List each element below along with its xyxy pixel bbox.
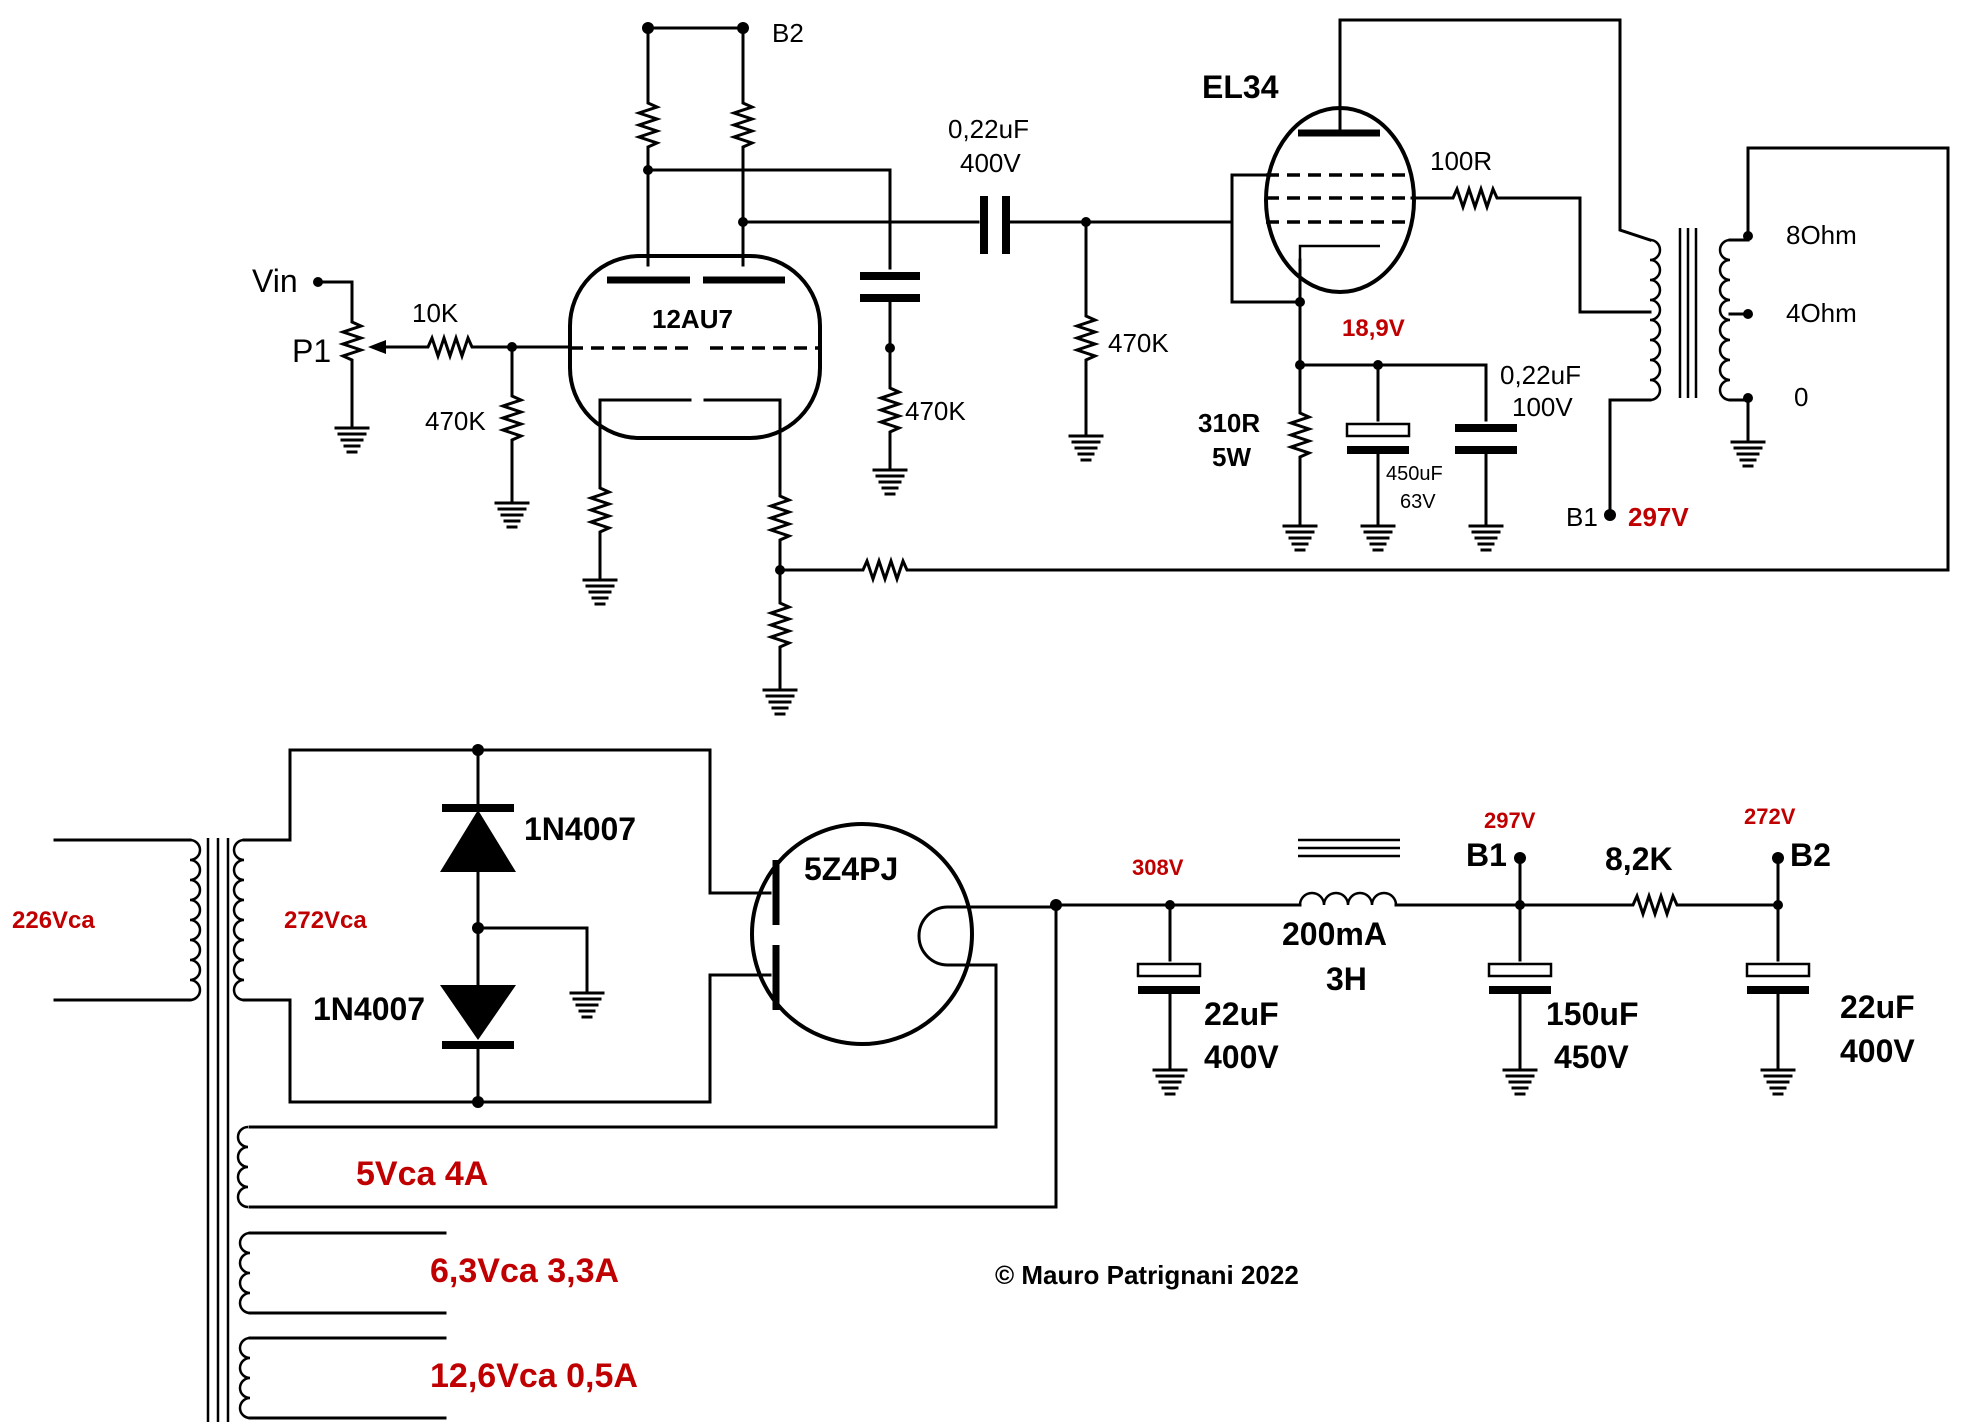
coupling-cap-value: 0,22uF: [948, 114, 1029, 144]
c2-value: 150uF: [1546, 996, 1638, 1032]
resistor-8k2: [1623, 894, 1687, 916]
b1-supply-label: B1: [1466, 837, 1507, 873]
diode-top: [440, 804, 516, 872]
diode-bottom: [440, 985, 516, 1049]
input-grid-resistor: [501, 386, 523, 450]
cathode-cap1-value: 450uF: [1386, 463, 1443, 485]
filament-winding-5v: [236, 1125, 249, 1209]
c3-value: 22uF: [1840, 989, 1915, 1025]
wiper-arrow-icon: [368, 340, 386, 354]
plate-load-resistor-label: 470K: [905, 396, 966, 426]
power-supply: 226Vca 272Vca 1N4007 1N4007: [12, 744, 1915, 1422]
potentiometer-p1: [338, 316, 366, 377]
voltage-272: 272V: [1744, 804, 1796, 829]
cathode-resistor-value: 310R: [1198, 408, 1260, 438]
tap-8ohm: 8Ohm: [1786, 220, 1857, 250]
plate-resistor-1: [637, 93, 659, 157]
el34-grid-resistor: [1075, 306, 1097, 370]
filter-cap-2: [1487, 962, 1553, 994]
mains-primary-winding: [189, 838, 202, 1002]
c1-value: 22uF: [1204, 996, 1279, 1032]
cathode-capacitor-electrolytic: [1345, 422, 1411, 454]
filter-cap-1: [1136, 962, 1202, 994]
screen-resistor-label: 100R: [1430, 146, 1492, 176]
filament-126v-label: 12,6Vca 0,5A: [430, 1357, 638, 1395]
cathode-resistor-power: 5W: [1212, 442, 1251, 472]
feedback-resistor: [853, 559, 917, 581]
tube-12au7: [568, 254, 822, 440]
cathode-resistor-2: [769, 486, 791, 550]
el34-grid-resistor-label: 470K: [1108, 328, 1169, 358]
r10k-label: 10K: [412, 298, 459, 328]
r82k-label: 8,2K: [1605, 841, 1673, 877]
output-transformer: [1649, 228, 1731, 402]
tube-12au7-label: 12AU7: [652, 304, 733, 334]
tube-el34: [1264, 106, 1416, 294]
c2-voltage: 450V: [1554, 1039, 1629, 1075]
b2-label-top: B2: [772, 18, 804, 48]
cathode-resistor-3: [769, 593, 791, 657]
tap-4ohm: 4Ohm: [1786, 298, 1857, 328]
diode-bottom-label: 1N4007: [313, 991, 425, 1027]
input-resistor-10k: [418, 336, 482, 358]
cathode-capacitor-film: [1455, 424, 1517, 454]
filter-cap-3: [1745, 962, 1811, 994]
choke-current: 200mA: [1282, 916, 1387, 952]
plate-load-resistor: [879, 378, 901, 442]
diode-top-label: 1N4007: [524, 811, 636, 847]
filament-63v-label: 6,3Vca 3,3A: [430, 1252, 619, 1290]
feedback-capacitor: [860, 272, 920, 302]
input-grid-resistor-label: 470K: [425, 406, 486, 436]
c3-voltage: 400V: [1840, 1033, 1915, 1069]
choke-inductance: 3H: [1326, 961, 1367, 997]
voltage-308: 308V: [1132, 855, 1184, 880]
secondary-voltage: 272Vca: [284, 907, 367, 934]
vin-label: Vin: [252, 263, 298, 299]
rectifier-tube: [750, 822, 974, 1046]
cathode-resistor-el34: [1289, 403, 1311, 467]
cathode-cap2-value: 0,22uF: [1500, 360, 1581, 390]
rectifier-label: 5Z4PJ: [804, 851, 898, 887]
copyright: © Mauro Patrignani 2022: [995, 1260, 1299, 1290]
choke: [1298, 838, 1400, 906]
filament-5v-label: 5Vca 4A: [356, 1155, 488, 1193]
cathode-voltage: 18,9V: [1342, 315, 1405, 342]
el34-label: EL34: [1202, 69, 1279, 105]
b2-supply-label: B2: [1790, 837, 1831, 873]
screen-resistor: [1443, 187, 1507, 209]
coupling-cap-voltage: 400V: [960, 148, 1021, 178]
cathode-cap2-voltage: 100V: [1512, 392, 1573, 422]
coupling-capacitor: [980, 196, 1010, 254]
c1-voltage: 400V: [1204, 1039, 1279, 1075]
mains-voltage: 226Vca: [12, 907, 95, 934]
preamp-stage: B2 470K: [252, 18, 1950, 716]
cathode-resistor-1: [589, 478, 611, 542]
voltage-297: 297V: [1484, 808, 1536, 833]
output-stage: 100R 18,9V 310R 5W 450uF 63V 0,22uF 100V: [1198, 18, 1857, 552]
plate-resistor-2: [732, 93, 754, 157]
hv-secondary-winding: [232, 838, 245, 1002]
b1-output-label: B1: [1566, 502, 1598, 532]
b1-output-voltage: 297V: [1628, 502, 1689, 532]
p1-label: P1: [292, 333, 331, 369]
tap-0: 0: [1794, 382, 1808, 412]
cathode-cap1-voltage: 63V: [1400, 491, 1436, 513]
